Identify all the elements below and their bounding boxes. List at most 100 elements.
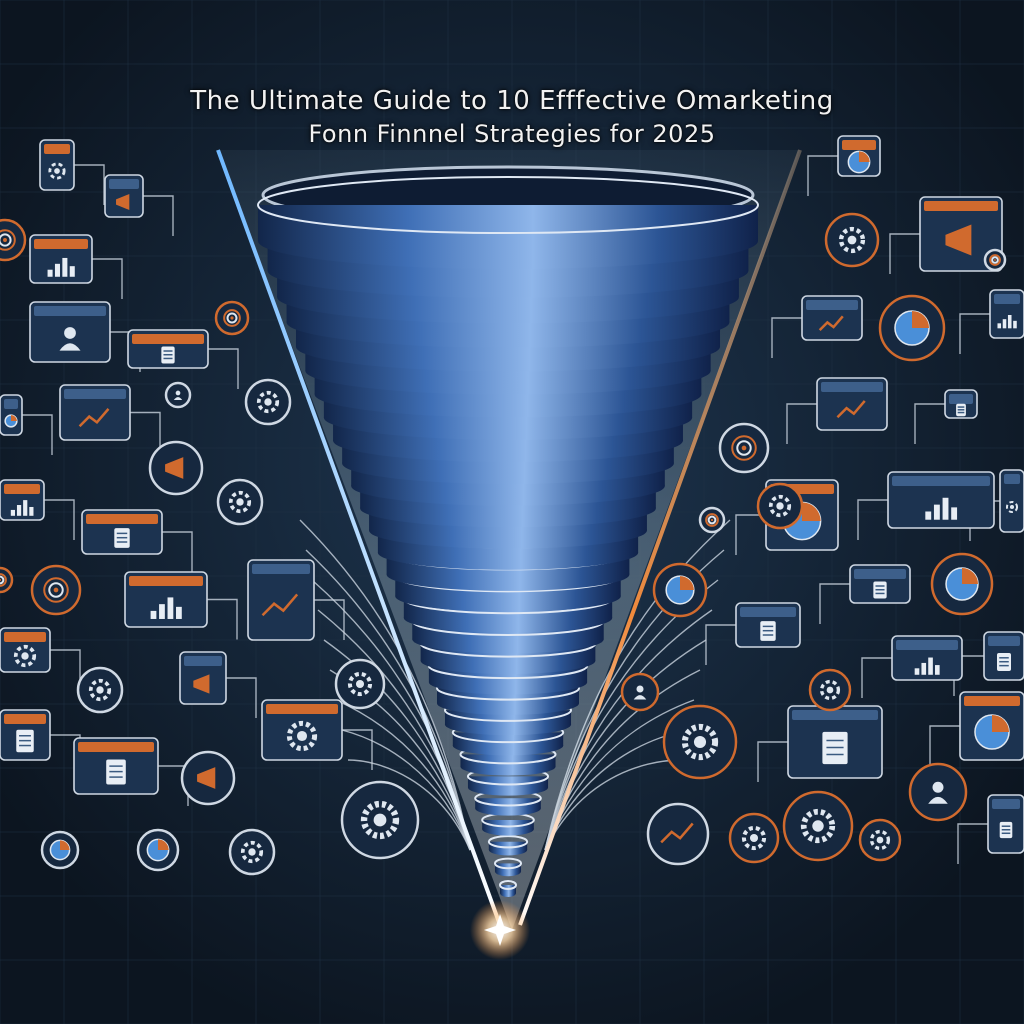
diagram-badge <box>983 248 1007 272</box>
gear-hub <box>693 735 707 749</box>
diagram-badge <box>698 506 726 534</box>
beam-edge-left <box>216 149 502 926</box>
panel-header <box>4 399 18 409</box>
ring <box>989 254 1001 266</box>
diagram-panel <box>735 602 801 648</box>
panel-header <box>842 140 876 150</box>
megaphone <box>197 767 216 789</box>
left-diagram-cluster <box>0 139 420 876</box>
pie-chart-icon <box>974 714 1010 750</box>
panel-header <box>949 394 973 404</box>
diagram-badge <box>652 562 708 618</box>
pie-slice <box>11 415 17 421</box>
trend-line <box>836 400 866 419</box>
pie-slice <box>859 151 870 162</box>
ring-bottom <box>500 889 516 897</box>
diagram-badge <box>244 378 292 426</box>
bar <box>176 606 182 619</box>
funnel-ring <box>257 176 759 269</box>
gear-ring <box>228 490 252 514</box>
connector-left <box>207 598 238 640</box>
panel-header <box>806 300 858 310</box>
pie-slice <box>802 502 821 521</box>
right-diagram-cluster <box>620 135 1024 866</box>
connector-right <box>929 725 960 766</box>
diagram-badge <box>728 812 780 864</box>
connector-left <box>130 411 161 453</box>
document-icon <box>16 729 34 753</box>
diagram-badge <box>340 780 420 860</box>
bar <box>150 610 157 619</box>
megaphone-icon <box>945 224 972 256</box>
diagram-badge <box>878 294 946 362</box>
bar-chart-icon <box>914 657 940 675</box>
panel-header <box>992 799 1020 809</box>
bar <box>921 662 927 675</box>
pie-slice <box>680 576 694 590</box>
diagram-panel <box>0 709 51 761</box>
diagram-panel <box>0 627 51 673</box>
target-icon <box>223 309 241 327</box>
bar <box>1002 319 1007 329</box>
pie-chart-icon <box>847 150 871 174</box>
panel-header <box>132 334 204 344</box>
bar <box>1007 315 1012 329</box>
gear-ring <box>869 829 891 851</box>
diagram-badge <box>808 668 852 712</box>
pie-slice <box>962 568 978 584</box>
ring-highlight <box>499 880 517 890</box>
diagram-panel <box>29 234 93 284</box>
ring <box>707 515 717 525</box>
gear-icon <box>869 829 891 851</box>
pie-slice <box>158 839 169 850</box>
gear-icon <box>681 723 719 761</box>
diagram-panel <box>0 479 45 521</box>
bar <box>942 497 949 520</box>
megaphone-icon <box>193 674 210 694</box>
connector-left <box>74 164 105 205</box>
gear-hub <box>236 498 244 506</box>
bullseye <box>741 445 747 451</box>
bar <box>933 504 940 520</box>
pie-chart-icon <box>146 838 170 862</box>
ring <box>43 577 69 603</box>
gear-hub <box>264 398 272 406</box>
bullseye <box>3 238 7 242</box>
diagram-panel <box>989 289 1024 339</box>
bullseye <box>710 518 714 522</box>
diagram-panel <box>887 471 995 529</box>
gear-icon <box>88 678 112 702</box>
funnel-ring <box>499 880 517 897</box>
diagram-badge <box>858 818 902 862</box>
connector-left <box>226 677 257 718</box>
diagram-panel <box>59 384 131 441</box>
target-icon <box>705 513 719 527</box>
diagram-badge <box>908 762 968 822</box>
gear-hub <box>812 820 824 832</box>
gear-icon <box>286 720 318 752</box>
trend-line <box>660 822 694 844</box>
bar <box>62 257 68 277</box>
connector-right <box>959 313 990 354</box>
trend-line <box>78 408 110 428</box>
panel-header <box>4 484 40 494</box>
bar <box>951 507 958 520</box>
gear-icon <box>228 490 252 514</box>
diagram-badge <box>214 300 250 336</box>
target-icon <box>989 254 1001 266</box>
megaphone <box>116 194 130 210</box>
panel-header <box>4 714 46 724</box>
gear-icon <box>360 800 400 840</box>
diagram-badge <box>662 704 738 780</box>
gear-icon <box>800 808 836 844</box>
gear-hub <box>355 679 365 689</box>
bar <box>167 597 174 619</box>
flow-line <box>341 729 471 851</box>
ring <box>991 256 999 264</box>
bar <box>16 505 22 516</box>
gear-ring <box>838 226 866 254</box>
megaphone <box>165 457 184 479</box>
document-icon <box>106 759 126 785</box>
head <box>932 781 944 793</box>
megaphone-icon <box>165 457 184 479</box>
